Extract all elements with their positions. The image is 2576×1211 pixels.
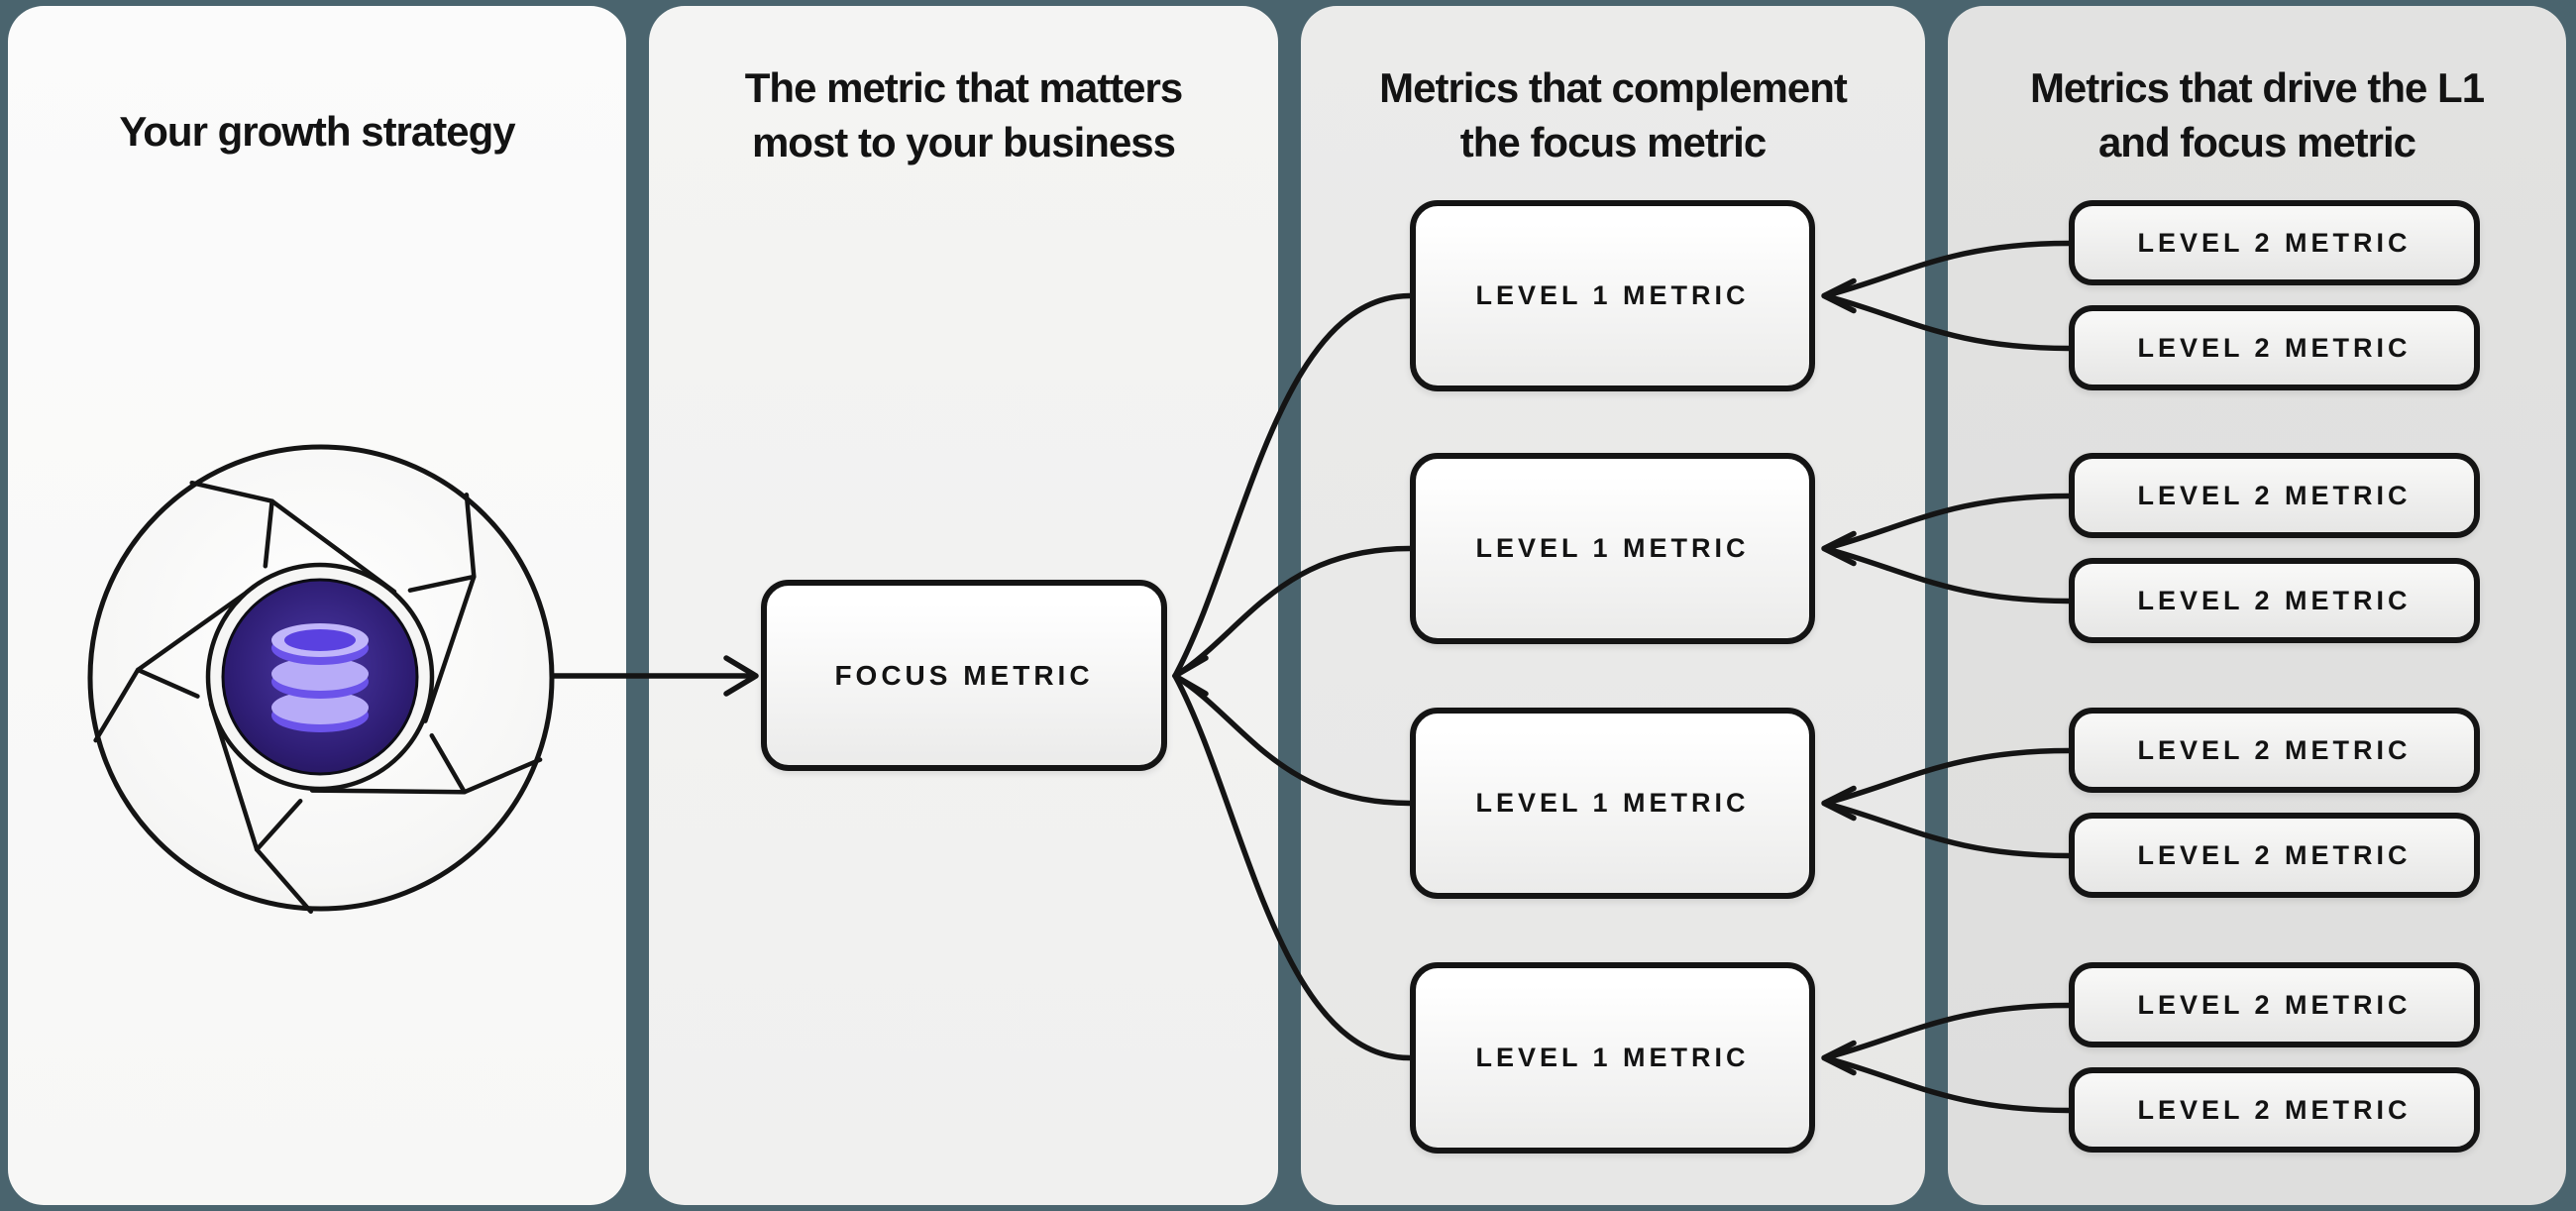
level2-metric-node: LEVEL 2 METRIC xyxy=(2069,305,2480,390)
database-icon xyxy=(271,623,369,732)
panel-title-focus-metric: The metric that matters most to your bus… xyxy=(744,64,1183,165)
level1-metric-node: LEVEL 1 METRIC xyxy=(1410,200,1815,391)
flywheel-icon xyxy=(87,444,555,915)
level1-metric-node: LEVEL 1 METRIC xyxy=(1410,453,1815,644)
level2-metric-node: LEVEL 2 METRIC xyxy=(2069,708,2480,793)
level2-metric-label: LEVEL 2 METRIC xyxy=(2137,585,2412,615)
panel-title-level1-metrics: Metrics that complement the focus metric xyxy=(1379,64,1848,165)
l2-to-l1-curve-2b xyxy=(1822,545,2072,605)
level1-metric-label: LEVEL 1 METRIC xyxy=(1475,788,1750,818)
level2-metric-node: LEVEL 2 METRIC xyxy=(2069,200,2480,285)
level1-metric-node: LEVEL 1 METRIC xyxy=(1410,962,1815,1154)
panel-title-level2-metrics: Metrics that drive the L1 and focus metr… xyxy=(2029,64,2485,165)
l2-to-l1-curve-4a xyxy=(1822,1002,2072,1061)
level2-metric-label: LEVEL 2 METRIC xyxy=(2137,734,2412,765)
level1-metric-label: LEVEL 1 METRIC xyxy=(1475,533,1750,563)
l1-to-focus-curve-1 xyxy=(1172,292,1413,679)
level2-metric-label: LEVEL 2 METRIC xyxy=(2137,332,2412,363)
level2-metric-node: LEVEL 2 METRIC xyxy=(2069,813,2480,898)
l1-to-focus-curve-2 xyxy=(1172,545,1413,679)
level2-metric-label: LEVEL 2 METRIC xyxy=(2137,1094,2412,1125)
level2-metric-node: LEVEL 2 METRIC xyxy=(2069,1067,2480,1153)
focus-metric-node: FOCUS METRIC xyxy=(761,580,1167,771)
l1-to-focus-curve-4 xyxy=(1172,673,1413,1061)
level2-metric-label: LEVEL 2 METRIC xyxy=(2137,480,2412,510)
l2-to-l1-curve-1a xyxy=(1822,240,2072,299)
l2-to-l1-curve-3a xyxy=(1822,747,2072,807)
level1-metric-label: LEVEL 1 METRIC xyxy=(1475,1043,1750,1072)
panel-title-growth-strategy: Your growth strategy xyxy=(119,108,515,155)
level1-metric-label: LEVEL 1 METRIC xyxy=(1475,280,1750,310)
l2-to-l1-curve-3b xyxy=(1822,800,2072,859)
level2-metric-node: LEVEL 2 METRIC xyxy=(2069,962,2480,1047)
flywheel-to-focus-arrowhead-icon xyxy=(723,655,759,697)
l2-to-l1-curve-2a xyxy=(1822,493,2072,552)
level2-metric-label: LEVEL 2 METRIC xyxy=(2137,989,2412,1020)
focus-metric-label: FOCUS METRIC xyxy=(834,659,1094,691)
l1-to-focus-curve-3 xyxy=(1172,673,1413,807)
l2-to-l1-curve-1b xyxy=(1822,292,2072,352)
level1-metric-node: LEVEL 1 METRIC xyxy=(1410,708,1815,899)
level2-metric-label: LEVEL 2 METRIC xyxy=(2137,839,2412,870)
level2-metric-node: LEVEL 2 METRIC xyxy=(2069,453,2480,538)
l2-to-l1-curve-4b xyxy=(1822,1054,2072,1114)
level2-metric-label: LEVEL 2 METRIC xyxy=(2137,227,2412,258)
level2-metric-node: LEVEL 2 METRIC xyxy=(2069,558,2480,643)
